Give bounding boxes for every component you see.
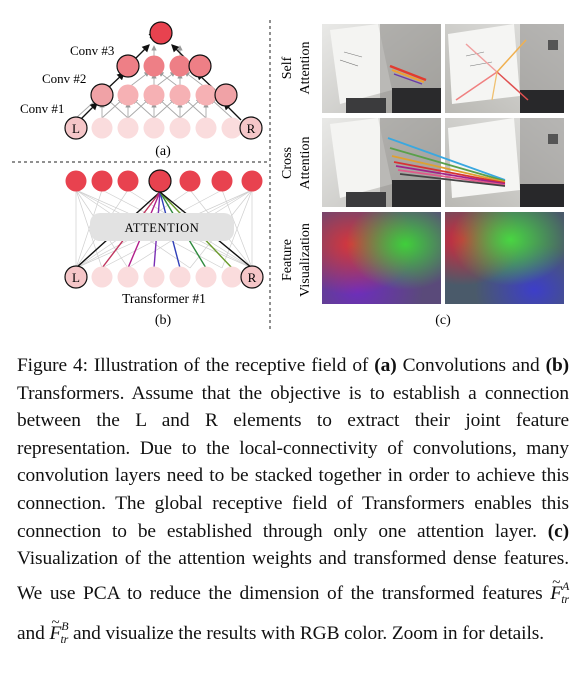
conv1-label: Conv #1 [20, 101, 64, 116]
node-r-a [239, 116, 263, 140]
caption-after-c: Visualization of the attention weights a… [17, 548, 569, 604]
caption-and: and [17, 623, 50, 645]
figure-4: L R Conv #3 Conv #2 Conv #1 (a) [0, 0, 582, 340]
self-attention-image-b [445, 24, 564, 113]
row2-label-line1: Cross [280, 147, 295, 179]
row3-label-line1: Feature [280, 239, 295, 281]
node-r-a-label: R [247, 121, 256, 136]
node-l-b-label: L [72, 270, 80, 285]
caption-c-label: (c) [547, 520, 569, 542]
feature-b-sup: B [61, 619, 69, 634]
feature-b-sub: tr [60, 632, 69, 647]
transformer-input-row [91, 266, 243, 288]
figure-caption: Figure 4: Illustration of the receptive … [17, 352, 569, 654]
attention-box [90, 213, 234, 241]
figure-graphic: L R Conv #3 Conv #2 Conv #1 (a) [12, 20, 564, 330]
panel-c-visualization: Self Attention Cross Attention Feature V… [280, 24, 564, 328]
caption-after-a: Convolutions and [396, 355, 546, 376]
feature-visualization-b [445, 212, 564, 304]
transformer-output-node [148, 169, 172, 193]
caption-a-label: (a) [374, 355, 397, 376]
panel-b-sublabel: (b) [155, 313, 172, 328]
transformer-output-row [65, 170, 263, 192]
node-l-b [64, 265, 88, 289]
node-l-a [64, 116, 88, 140]
caption-prefix: Figure 4: Illustration of the receptive … [17, 355, 375, 376]
feature-a-base: F [550, 582, 562, 604]
conv3-node [149, 21, 173, 45]
feature-a-symbol: ~FAtr [550, 574, 570, 606]
feature-b-symbol: ~FBtr [49, 615, 69, 647]
feature-a-sub: tr [561, 591, 569, 606]
node-r-b [240, 265, 264, 289]
feature-a-sup: A [561, 578, 570, 593]
row1-label-line2: Attention [298, 42, 313, 95]
panel-c-sublabel: (c) [435, 313, 451, 328]
node-r-b-label: R [248, 270, 257, 285]
caption-ending: and visualize the results with RGB color… [68, 623, 544, 645]
cross-attention-image-b [445, 118, 564, 207]
conv1-row [117, 84, 217, 106]
feature-visualization-a [322, 212, 441, 304]
row2-label-line2: Attention [298, 137, 313, 190]
conv2-row [143, 55, 191, 77]
transformer-label: Transformer #1 [122, 291, 206, 306]
row3-label-line2: Visualization [298, 223, 313, 297]
panel-a-convolutions: L R Conv #3 Conv #2 Conv #1 (a) [20, 21, 263, 159]
conv3-label: Conv #3 [70, 43, 114, 58]
feature-b-base: F [49, 623, 62, 645]
panel-b-transformer: ATTENTION L R [64, 169, 264, 328]
self-attention-image-a [322, 24, 441, 113]
node-l-a-label: L [72, 121, 80, 136]
caption-b-label: (b) [545, 355, 570, 376]
panel-a-sublabel: (a) [155, 144, 171, 159]
attention-label: ATTENTION [125, 221, 200, 235]
cross-attention-lines [387, 137, 506, 187]
row1-label-line1: Self [280, 56, 295, 79]
conv-input-row [91, 117, 243, 139]
conv2-label: Conv #2 [42, 71, 86, 86]
caption-after-b: Transformers. Assume that the objective … [17, 382, 569, 542]
